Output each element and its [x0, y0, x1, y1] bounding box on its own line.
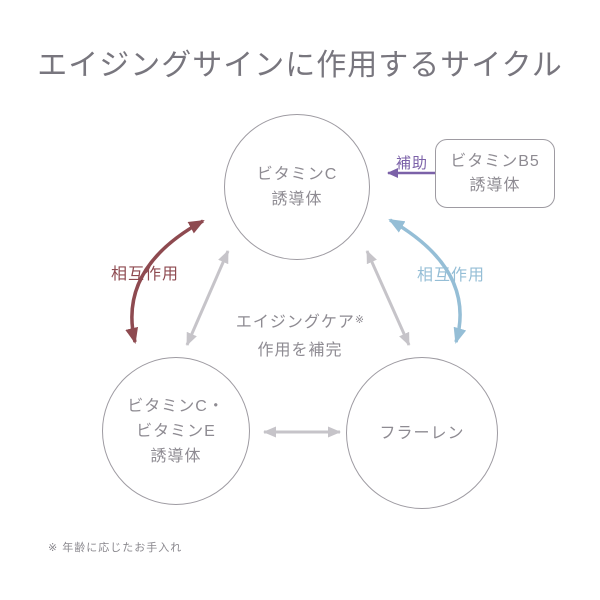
vitamin-c-label-line1: ビタミンC — [256, 166, 338, 183]
center-caption: エイジングケア※ 作用を補完 — [150, 306, 450, 365]
fullerene-label: フラーレン — [379, 424, 465, 442]
interaction-arrow-left — [125, 219, 205, 344]
assist-label: 補助 — [395, 155, 428, 172]
vitamin-c-circle: ビタミンC 誘導体 — [224, 114, 370, 260]
fullerene-circle: フラーレン — [346, 357, 498, 509]
interaction-label-left: 相互作用 — [111, 266, 180, 283]
interaction-arrow-right — [388, 218, 467, 344]
vitamin-b5-label-line2: 誘導体 — [469, 176, 521, 194]
page-title: エイジングサインに作用するサイクル — [37, 49, 563, 82]
center-caption-line1: エイジングケア※ — [235, 314, 365, 331]
interaction-label-right: 相互作用 — [417, 267, 486, 284]
footnote: ※ 年齢に応じたお手入れ — [48, 542, 183, 554]
center-caption-line2: 作用を補完 — [257, 342, 343, 359]
vitamin-c-e-label-line3: 誘導体 — [150, 447, 202, 465]
vitamin-c-e-circle: ビタミンC・ ビタミンE 誘導体 — [102, 357, 250, 505]
vitamin-c-label-line2: 誘導体 — [271, 191, 323, 208]
reference-mark: ※ — [354, 314, 365, 326]
vitamin-c-e-label-line2: ビタミンE — [136, 422, 216, 440]
vitamin-b5-label-line1: ビタミンB5 — [450, 152, 540, 170]
vitamin-b5-box: ビタミンB5 誘導体 — [435, 139, 555, 208]
vitamin-c-e-label-line1: ビタミンC・ — [127, 397, 225, 415]
